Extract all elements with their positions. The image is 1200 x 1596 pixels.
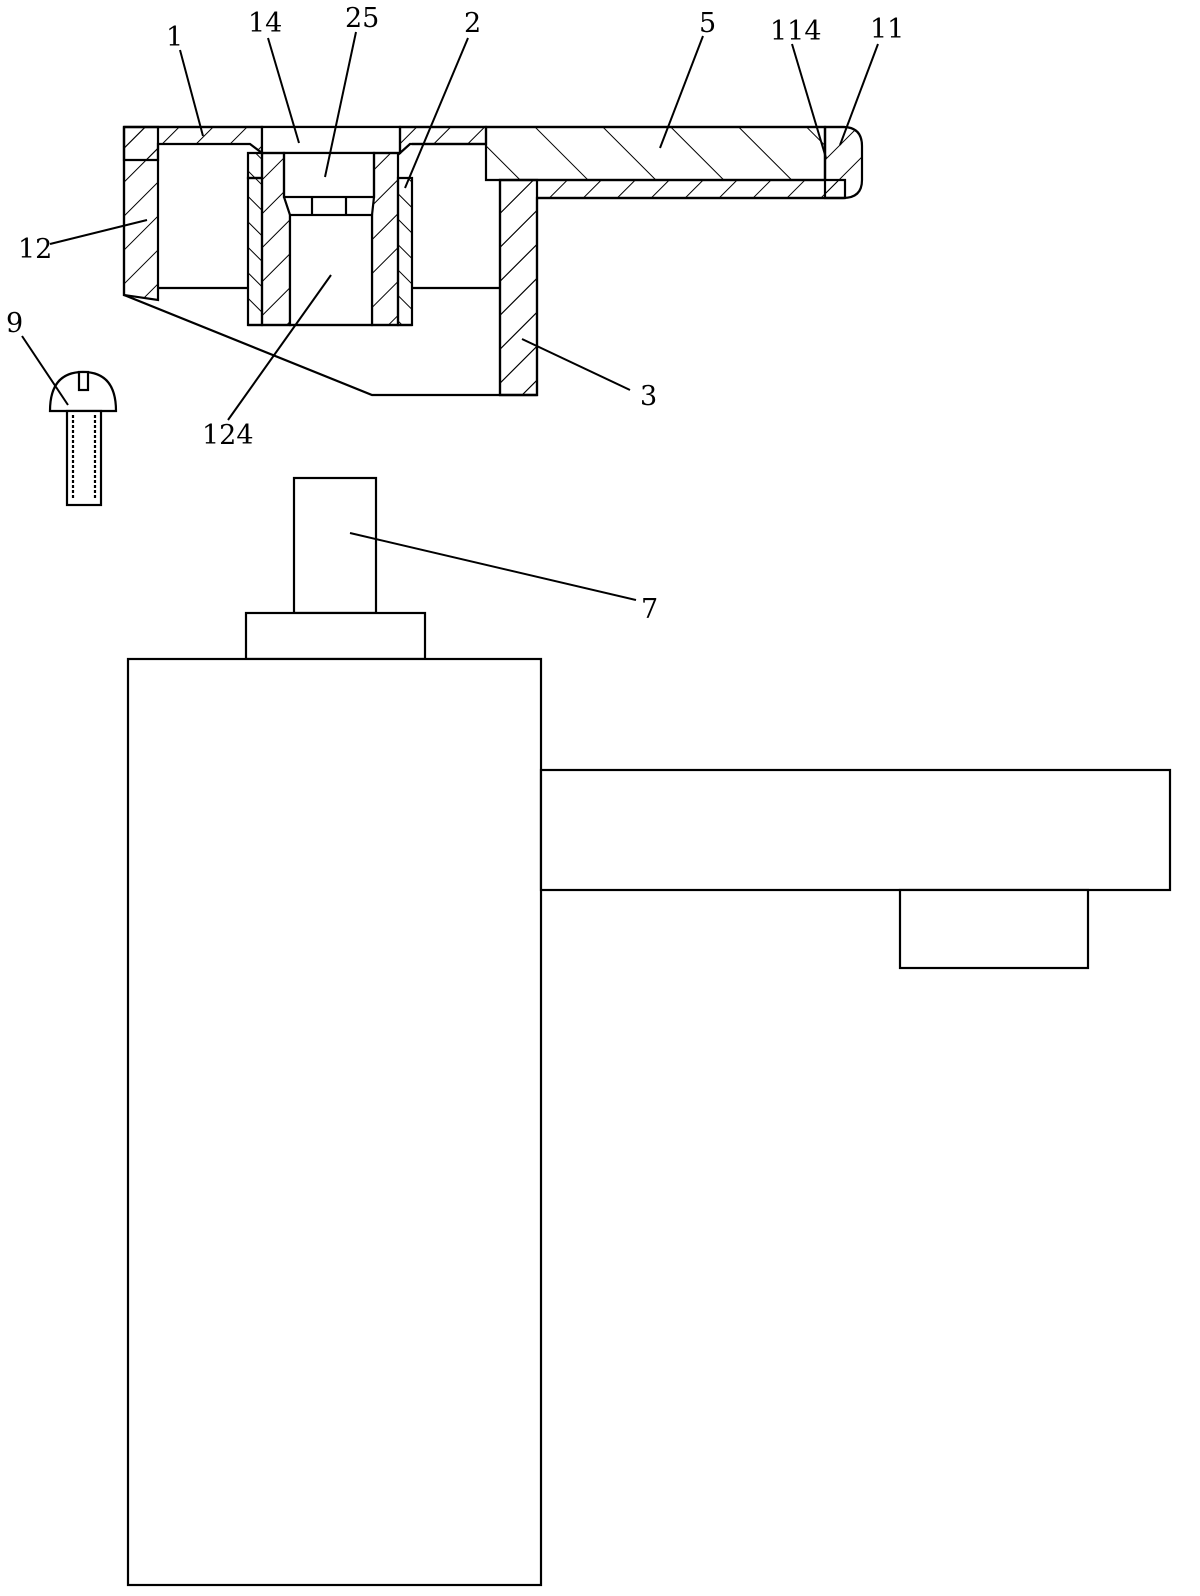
spout-outlet [898,888,1090,970]
label-124: 124 [202,420,254,451]
label-7: 7 [641,594,658,625]
leader-11 [839,43,879,146]
screw-slot [77,370,90,392]
leader-12 [49,219,148,245]
label-11: 11 [870,14,904,45]
label-14: 14 [248,8,282,39]
leader-124 [227,274,332,421]
bore-124 [288,213,374,327]
top-plate-right [398,125,488,156]
sleeve-2-right-wall [396,176,414,327]
top-plate-1 [122,125,264,162]
leader-3 [521,338,631,391]
label-25: 25 [345,3,379,34]
label-2: 2 [464,8,481,39]
tip-11 [823,125,864,200]
lower-body [126,476,1172,1587]
shaft-7 [292,476,378,615]
label-12: 12 [18,234,52,265]
label-5: 5 [699,8,716,39]
leader-25 [324,31,357,178]
upper-assembly-section [122,125,864,397]
leader-5 [659,35,704,149]
leader-7 [349,532,637,601]
label-9: 9 [6,308,23,339]
leader-1 [179,49,204,137]
leader-9 [21,335,69,406]
leader-14 [267,37,300,144]
lever-bottom-strip [498,178,847,397]
core-right-wall [370,151,400,327]
leader-114 [791,43,827,159]
leader-2 [404,37,469,189]
spout-arm [539,768,1172,892]
main-body [126,657,543,1587]
shaft-collar [244,611,427,661]
label-3: 3 [640,381,657,412]
lever-5 [484,125,827,182]
leader-lines [21,31,879,601]
sleeve-2-left-wall [246,176,264,327]
label-114: 114 [770,16,822,47]
reference-numerals: 1 14 25 2 5 114 11 12 9 3 124 7 [6,3,904,625]
label-1: 1 [166,22,183,53]
sleeve-2-left [246,151,264,180]
